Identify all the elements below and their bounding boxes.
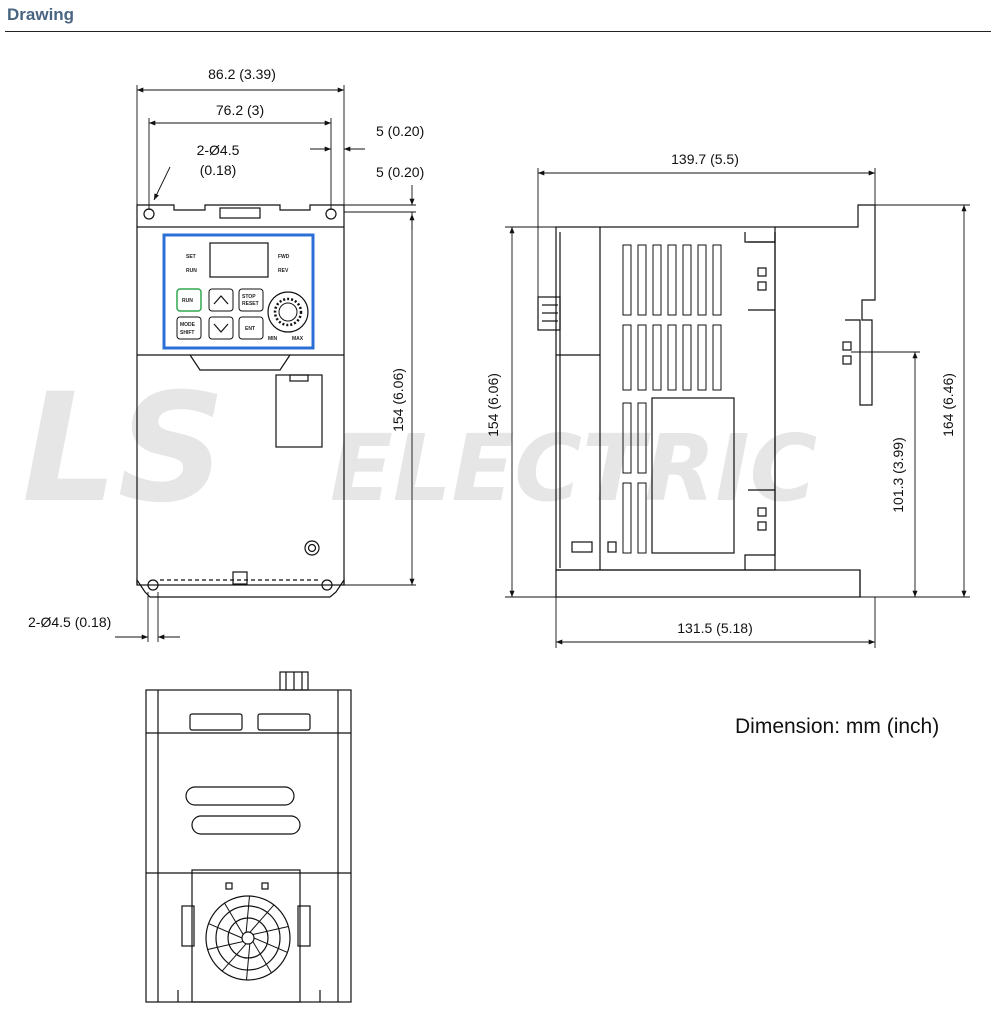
side-dimension-labels: 139.7 (5.5) 131.5 (5.18) 154 (6.06) 164 … — [485, 151, 956, 636]
ent-label: ENT — [245, 326, 255, 332]
keypad-stop-button — [238, 288, 264, 312]
vent-slot — [637, 324, 647, 391]
fan-spoke — [253, 937, 288, 953]
keypad-down-button — [208, 316, 234, 340]
vent-slot — [622, 482, 632, 554]
dim-side-height-left: 154 (6.06) — [485, 373, 501, 437]
front-dimensions — [115, 85, 416, 642]
dim-hole-top-1: 2-Ø4.5 — [197, 142, 240, 158]
led-set-label: SET — [186, 254, 196, 260]
side-base — [555, 569, 861, 598]
chevron-up-icon — [213, 295, 229, 305]
dimension-note: Dimension: mm (inch) — [735, 715, 939, 738]
vent-slot — [697, 244, 707, 316]
keypad-frame — [162, 233, 315, 350]
run-button-label: RUN — [182, 298, 193, 304]
shift-label: SHIFT — [180, 330, 194, 336]
dim-side-height-mount: 101.3 (3.99) — [890, 437, 906, 513]
led-fwd-label: FWD — [278, 254, 290, 260]
dim-width-holes: 76.2 (3) — [216, 102, 264, 118]
fan-spoke — [221, 943, 247, 972]
dial-min-label: MIN — [268, 336, 278, 342]
side-dimensions — [505, 168, 970, 648]
vent-slot — [682, 244, 692, 316]
vent-slot — [652, 324, 662, 391]
cover-screw — [304, 540, 320, 556]
dim-depth-base: 131.5 (5.18) — [677, 620, 753, 636]
mount-hole-bottom-right — [321, 579, 333, 591]
dim-side-height-total: 164 (6.46) — [940, 373, 956, 437]
chevron-down-icon — [213, 323, 229, 333]
keypad: SET RUN FWD REV RUN STOP RESET MODE SHIF… — [162, 233, 315, 350]
front-body — [136, 226, 345, 586]
side-label-panel — [651, 397, 735, 554]
fan-housing — [191, 869, 301, 1003]
vent-slot — [712, 244, 722, 316]
fan-spoke — [249, 904, 275, 933]
stop-label: STOP — [242, 294, 256, 300]
page-title: Drawing — [7, 5, 75, 24]
mount-hole-bottom-left — [147, 579, 159, 591]
mount-hole-top-left — [143, 208, 155, 220]
dim-depth-total: 139.7 (5.5) — [671, 151, 739, 167]
side-knob — [537, 296, 561, 331]
side-view — [537, 204, 876, 598]
vent-slot — [712, 324, 722, 391]
keypad-up-button — [208, 288, 234, 312]
keypad-display — [209, 242, 269, 278]
fan-spoke — [208, 923, 243, 939]
vent-slot — [667, 244, 677, 316]
dim-offset-top: 5 (0.20) — [376, 164, 424, 180]
fan-guard — [205, 895, 291, 981]
vent-slot — [697, 324, 707, 391]
dim-front-height: 154 (6.06) — [390, 368, 406, 432]
keypad-ent-button — [238, 316, 264, 340]
header-divider — [5, 31, 991, 32]
fan-spoke — [207, 941, 244, 951]
watermark-logo: LS — [22, 362, 226, 536]
keypad-run-button — [176, 288, 202, 312]
fan-spokes — [207, 895, 289, 981]
vent-slot — [667, 324, 677, 391]
vent-slot — [637, 244, 647, 316]
fan-spoke — [224, 902, 244, 935]
led-rev-label: REV — [278, 268, 289, 274]
dim-offset-right: 5 (0.20) — [376, 123, 424, 139]
terminal-cover — [275, 374, 323, 448]
fan-spoke — [252, 925, 289, 935]
keypad-mode-button — [176, 316, 202, 340]
mount-hole-top-right — [325, 208, 337, 220]
vent-slot — [622, 402, 632, 474]
reset-label: RESET — [242, 301, 259, 307]
vent-slot — [637, 402, 647, 474]
side-vents — [622, 244, 722, 554]
front-dimension-labels: 86.2 (3.39) 76.2 (3) 5 (0.20) 5 (0.20) 2… — [28, 66, 424, 630]
fan-spoke — [245, 943, 251, 981]
dim-hole-top-2: (0.18) — [200, 162, 237, 178]
bottom-view — [145, 671, 352, 1003]
vent-slot — [622, 244, 632, 316]
dim-hole-bottom: 2-Ø4.5 (0.18) — [28, 614, 111, 630]
dial-max-label: MAX — [292, 336, 304, 342]
mode-label: MODE — [180, 322, 196, 328]
vent-slot — [652, 244, 662, 316]
vent-slot — [622, 324, 632, 391]
fan-spoke — [252, 941, 272, 974]
fan-spoke — [245, 895, 251, 933]
dim-width-total: 86.2 (3.39) — [208, 66, 276, 82]
led-run-label: RUN — [186, 268, 197, 274]
vent-slot — [637, 482, 647, 554]
vent-slot — [682, 324, 692, 391]
